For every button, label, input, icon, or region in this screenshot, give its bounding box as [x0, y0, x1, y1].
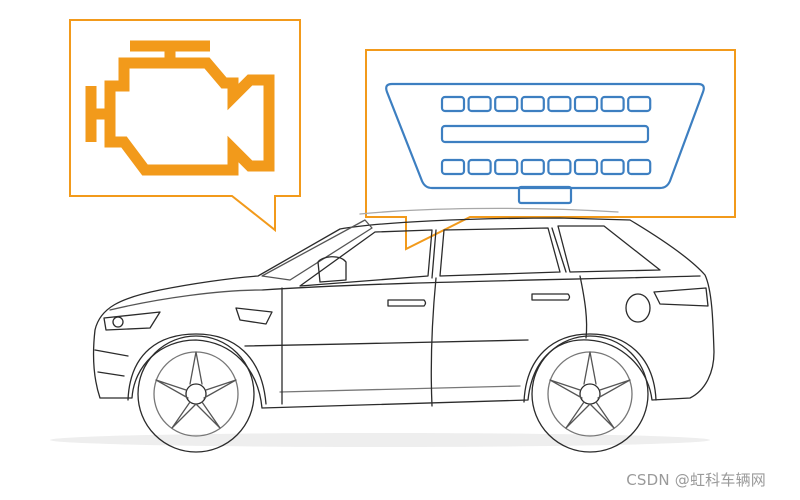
- roof-rail: [359, 207, 619, 215]
- front-wheel: [137, 335, 255, 453]
- body-outline: [92, 217, 715, 409]
- obd2-connector-icon: [385, 82, 705, 205]
- pin-row-bottom: [440, 158, 652, 176]
- pin-bottom-7: [600, 158, 625, 176]
- windshield: [261, 219, 373, 281]
- side-crease: [244, 339, 529, 347]
- b-pillar: [431, 229, 437, 279]
- pin-row-top: [440, 95, 652, 113]
- pin-bottom-3: [494, 158, 519, 176]
- pin-top-7: [600, 95, 625, 113]
- pin-top-6: [573, 95, 599, 113]
- engine-callout: [69, 19, 301, 233]
- c-pillar: [551, 227, 567, 273]
- connector-shell: [385, 82, 705, 190]
- obd-callout: [365, 49, 736, 251]
- pin-bottom-5: [547, 158, 572, 176]
- pin-bottom-8: [627, 158, 652, 176]
- obd-callout-frame: [365, 49, 736, 251]
- pin-top-3: [494, 95, 519, 113]
- front-arch: [127, 333, 267, 405]
- quarter-window: [557, 225, 661, 273]
- hood-line: [109, 289, 263, 311]
- rear-door-window: [439, 227, 561, 277]
- pin-top-1: [440, 95, 466, 113]
- pin-bottom-2: [467, 158, 492, 176]
- tail-light: [653, 287, 709, 307]
- front-vent: [235, 307, 273, 325]
- rear-door: [579, 275, 588, 339]
- sill-line: [279, 385, 521, 393]
- front-bumper: [94, 349, 129, 377]
- front-window: [299, 229, 433, 287]
- pin-top-5: [547, 95, 572, 113]
- pin-top-8: [627, 95, 652, 113]
- pin-top-4: [520, 95, 545, 113]
- watermark-text: CSDN @虹科车辆网: [626, 471, 766, 489]
- fuel-cap: [625, 293, 651, 323]
- pin-top-2: [467, 95, 492, 113]
- rear-wheel: [531, 335, 649, 453]
- belt-line: [261, 275, 701, 291]
- pin-bottom-1: [440, 158, 466, 176]
- check-engine-icon: [85, 40, 275, 176]
- headlight: [103, 311, 161, 331]
- front-door: [281, 277, 437, 407]
- pin-bottom-4: [520, 158, 545, 176]
- headlight-lens: [112, 316, 124, 328]
- suv-side-view-icon: [92, 207, 715, 453]
- rear-arch: [523, 333, 657, 403]
- rear-door-handle: [531, 293, 571, 301]
- center-bar: [440, 124, 650, 144]
- connector-tab: [517, 185, 573, 205]
- front-door-handle: [387, 299, 427, 307]
- pin-bottom-6: [573, 158, 599, 176]
- ground-shadow: [50, 433, 710, 447]
- side-mirror: [317, 256, 347, 283]
